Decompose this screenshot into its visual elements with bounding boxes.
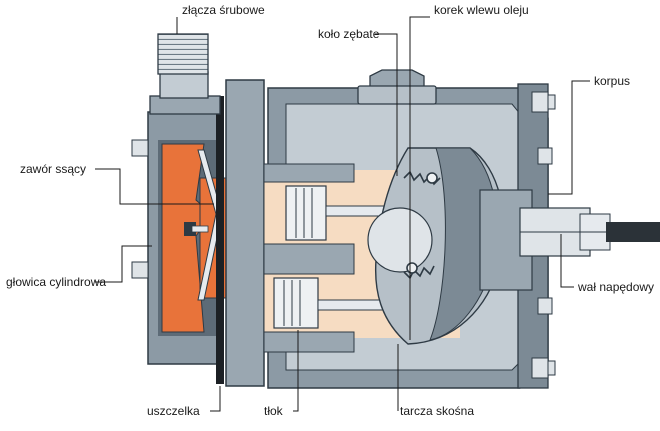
- screw-connector: [149, 33, 221, 115]
- head-bolts: [131, 139, 149, 279]
- label-swash-plate: tarcza skośna: [400, 404, 475, 418]
- drive-shaft: [479, 189, 660, 291]
- label-gear-wheel: koło zębate: [318, 27, 380, 41]
- piston-upper: [285, 185, 419, 241]
- label-piston: tłok: [264, 404, 283, 418]
- piston-lower: [273, 277, 411, 329]
- leader-lines: [95, 16, 590, 412]
- flange-bolts: [531, 91, 556, 379]
- label-suction-valve: zawór ssący: [20, 162, 87, 176]
- label-housing: korpus: [594, 74, 631, 88]
- cylinder-block: [263, 163, 355, 353]
- label-screw-connectors: złącza śrubowe: [182, 3, 265, 17]
- label-drive-shaft: wał napędowy: [578, 280, 655, 294]
- gasket: [216, 79, 265, 387]
- label-oil-filler-plug: korek wlewu oleju: [434, 3, 529, 17]
- label-cylinder-head: głowica cylindrowa: [6, 275, 107, 289]
- label-gasket: uszczelka: [147, 404, 200, 418]
